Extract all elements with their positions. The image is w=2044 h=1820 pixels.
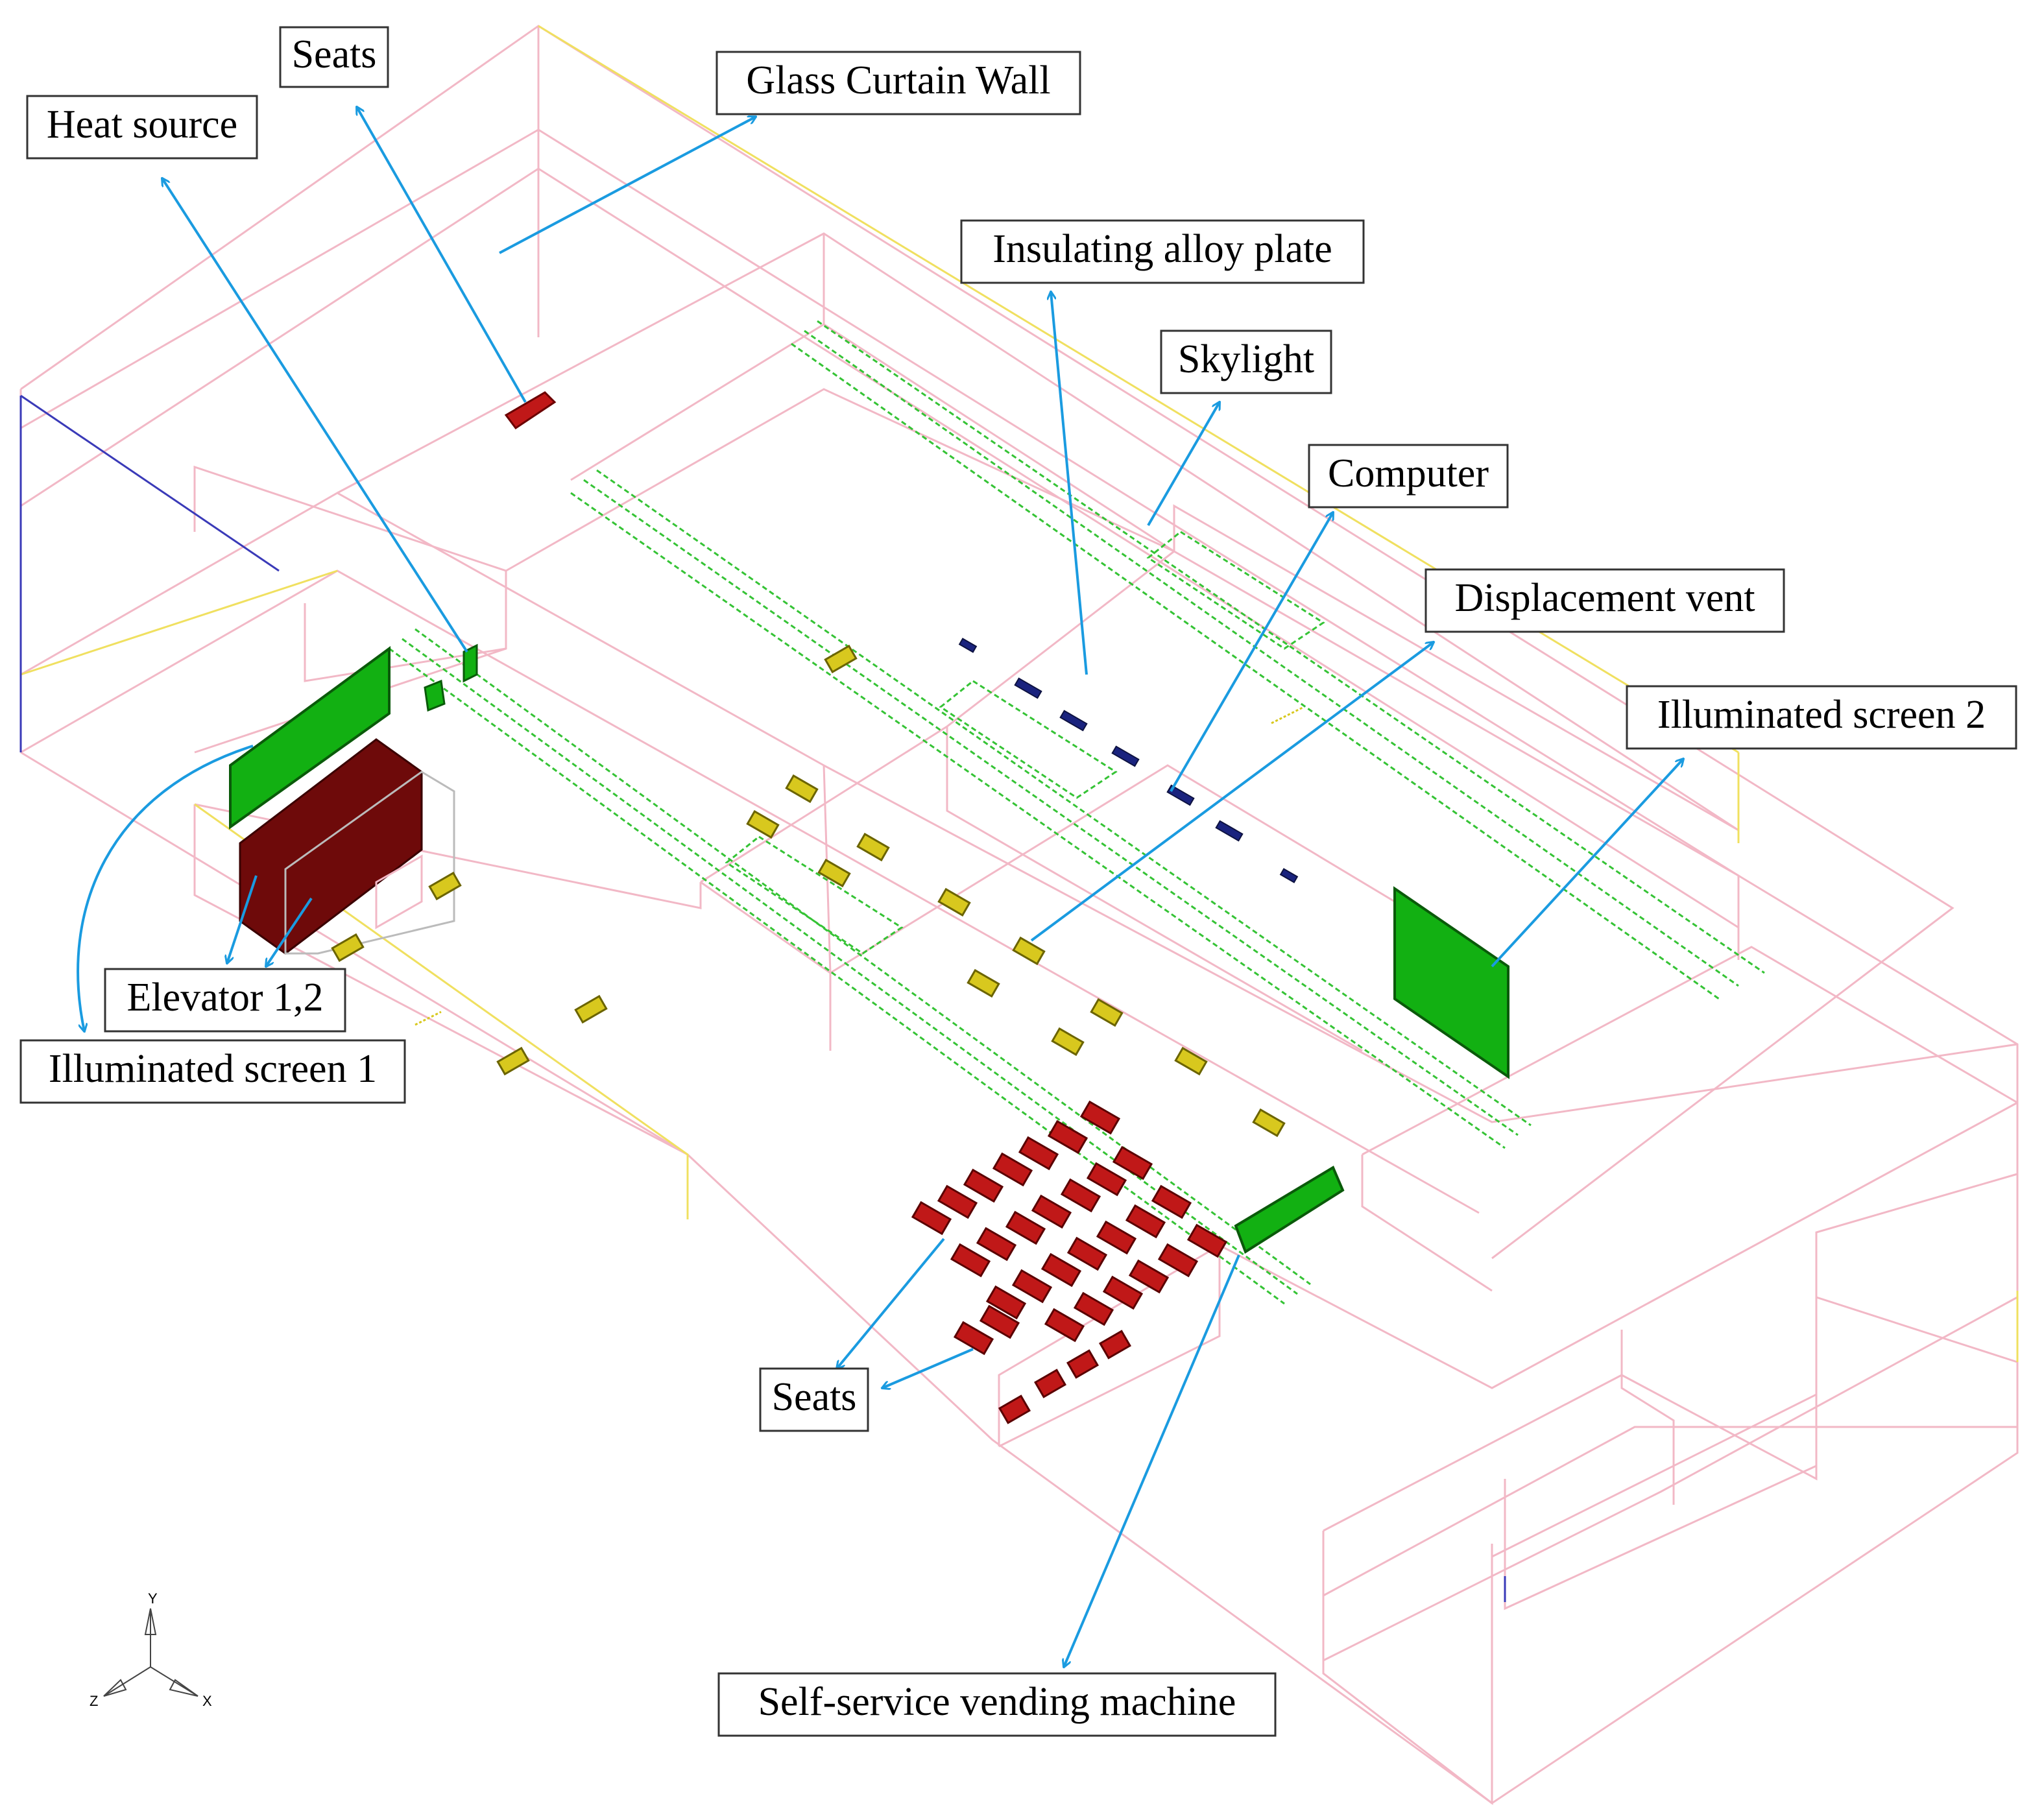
svg-text:Self-service vending machine: Self-service vending machine [758,1680,1236,1724]
seats-top [504,391,557,430]
svg-text:Seats: Seats [292,32,377,77]
callout-skylight: Skylight [1160,329,1332,394]
axis-label-x: X [202,1693,212,1709]
small-green-panels [424,643,478,712]
callout-seats-bottom: Seats [759,1367,869,1432]
illuminated-screen-2 [1393,886,1509,1079]
callout-elevator: Elevator 1,2 [104,968,346,1033]
svg-text:Computer: Computer [1328,451,1489,496]
wall-blue-edge [19,394,1506,1602]
callout-heat-source: Heat source [26,95,258,160]
heat-sources [331,644,1286,1138]
svg-text:Seats: Seats [772,1375,857,1419]
callout-vending-machine: Self-service vending machine [717,1672,1277,1737]
callout-illuminated-screen-2: Illuminated screen 2 [1626,685,2017,750]
callout-glass-curtain-wall: Glass Curtain Wall [715,51,1081,115]
callout-computer: Computer [1308,444,1509,509]
computers [958,638,1299,883]
vending-machine [1234,1166,1345,1254]
small-heat-source-strips [415,706,1305,1026]
svg-text:Insulating alloy plate: Insulating alloy plate [992,227,1332,271]
callout-insulating-alloy-plate: Insulating alloy plate [960,219,1365,284]
svg-text:Displacement vent: Displacement vent [1454,576,1755,620]
illuminated-screen-1 [229,646,391,830]
svg-text:Skylight: Skylight [1178,337,1314,381]
svg-text:Glass Curtain Wall: Glass Curtain Wall [746,58,1050,102]
axis-label-y: Y [148,1590,158,1607]
svg-text:Illuminated screen 1: Illuminated screen 1 [49,1047,377,1091]
leader-lines [77,107,1683,1667]
callout-displacement-vent: Displacement vent [1425,568,1785,633]
axis-triad [103,1608,198,1697]
seats-bottom [911,1100,1228,1424]
svg-text:Elevator 1,2: Elevator 1,2 [126,976,323,1020]
axis-label-z: Z [90,1693,98,1709]
callout-illuminated-screen-1: Illuminated screen 1 [19,1039,406,1104]
svg-text:Heat source: Heat source [47,102,237,147]
callout-seats-top: Seats [279,26,389,88]
svg-text:Illuminated screen 2: Illuminated screen 2 [1657,693,1986,737]
